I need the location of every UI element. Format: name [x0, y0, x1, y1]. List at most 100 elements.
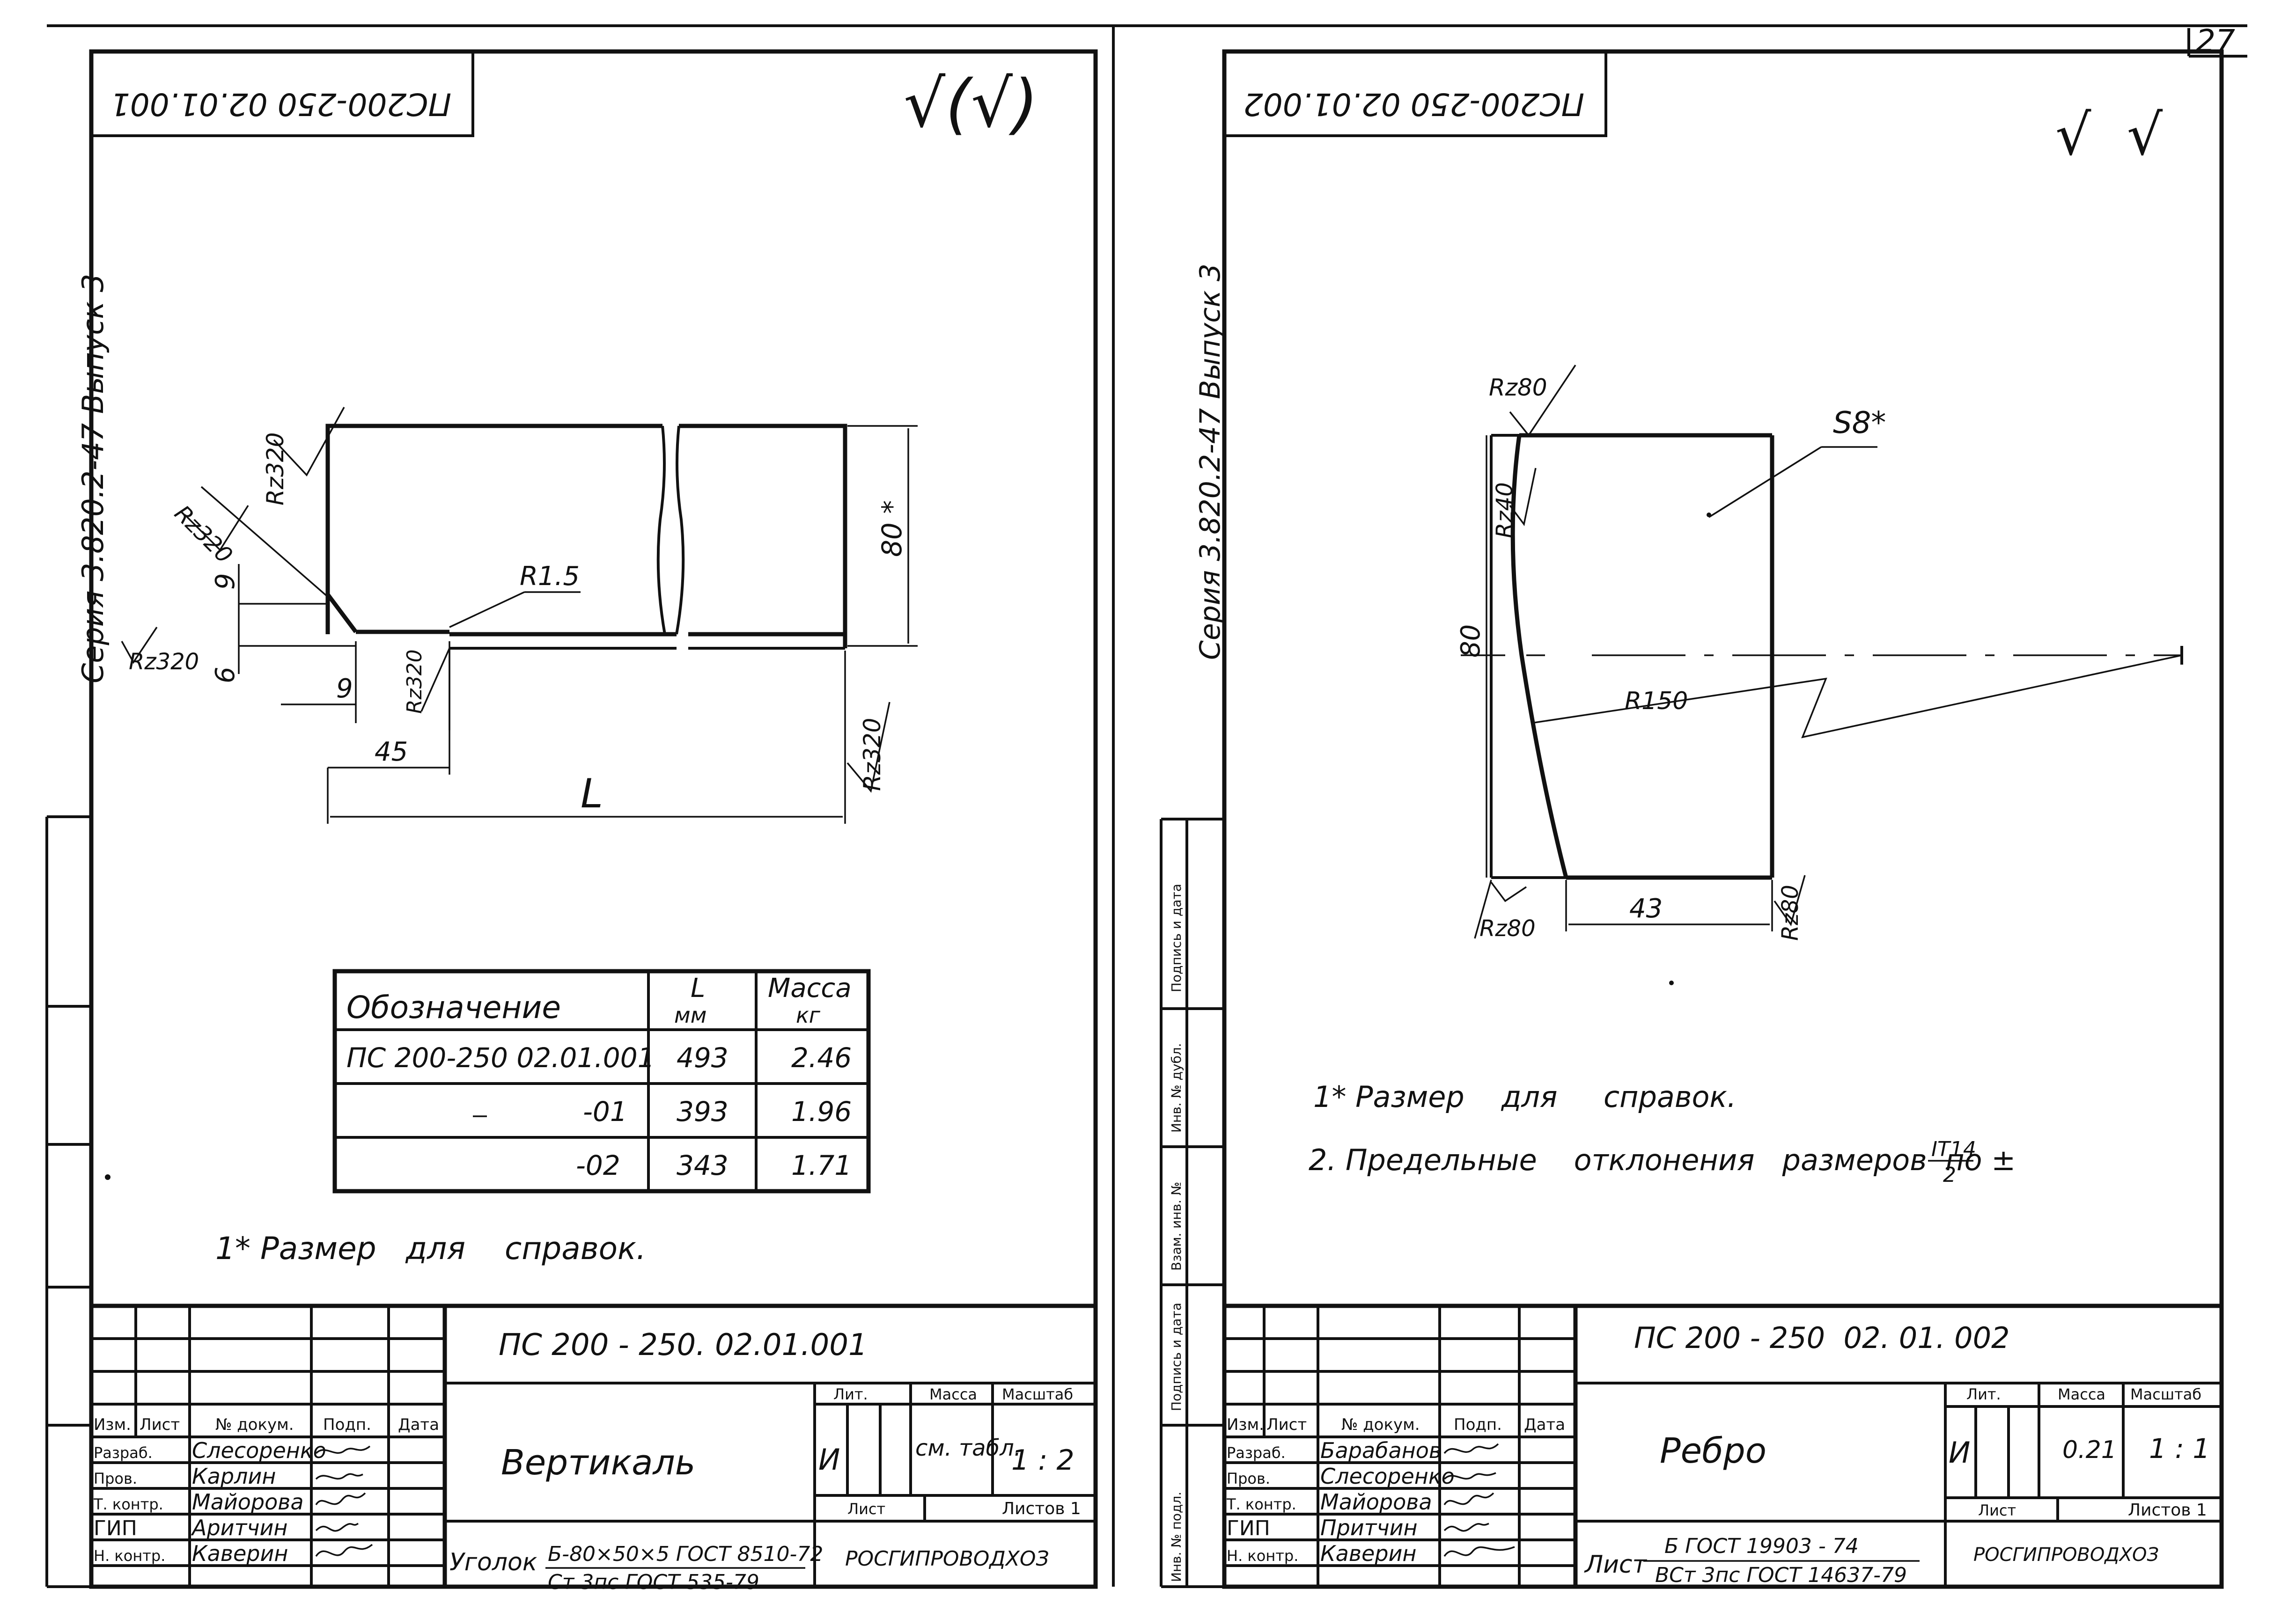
signature: [315, 1523, 359, 1532]
right-dimensions: [1461, 435, 2183, 931]
signature: [315, 1445, 371, 1454]
left-roughness-4: Rz320: [403, 649, 427, 714]
signature: [315, 1544, 373, 1557]
sheet-frame: [47, 24, 2247, 1587]
right-part-outline: [1490, 433, 1774, 880]
side-stamp-label: Инв. № подл.: [1169, 1492, 1184, 1582]
right-dim-80: 80: [1456, 624, 1486, 658]
right-inverted-code: ПС200-250 02.01.002: [1244, 86, 1584, 122]
side-stamp-label: Подпись и дата: [1169, 1303, 1184, 1411]
right-scale: 1 : 1: [2149, 1433, 2210, 1465]
tb-role: Пров.: [94, 1470, 137, 1487]
left-dimensions: [238, 425, 918, 824]
left-org: РОСГИПРОВОДХОЗ: [845, 1547, 1049, 1571]
table-header-length-unit: мм: [674, 1003, 706, 1028]
left-binding-strip: [45, 815, 91, 1588]
table-header-designation: Обозначение: [346, 989, 561, 1025]
table-row: 2.46: [791, 1042, 852, 1074]
right-dim-43: 43: [1629, 894, 1663, 924]
right-dimension-labels: 80 R150 43 S8*: [1456, 406, 1886, 924]
tb-header-sheet: Лист: [847, 1500, 885, 1518]
right-org: РОСГИПРОВОДХОЗ: [1973, 1544, 2159, 1566]
left-dim-9-h: 9: [336, 674, 353, 704]
right-title-block: [1224, 1304, 2222, 1587]
left-roughness-3: Rz320: [129, 649, 199, 675]
tb-role: Н. контр.: [94, 1547, 165, 1565]
tb-name: Аритчин: [191, 1515, 288, 1540]
left-dim-9-v: 9: [210, 573, 241, 590]
right-roughness-marks: [1474, 365, 1806, 939]
right-part-name: Ребро: [1660, 1431, 1766, 1471]
right-material-prefix: Лист: [1584, 1551, 1647, 1579]
left-inverted-code: ПС200-250 02.01.001: [110, 86, 451, 122]
table-header-length: L: [691, 973, 705, 1003]
tb-header-lit: Лит.: [1966, 1385, 2001, 1403]
tb-header-izm: Изм.: [1227, 1415, 1264, 1434]
tb-role: Н. контр.: [1227, 1547, 1298, 1565]
tolerance-numerator: IT14: [1931, 1137, 1976, 1161]
left-part-outline: [325, 424, 847, 650]
tb-name: Майорова: [192, 1489, 304, 1515]
right-doc-code: ПС 200 - 250 02. 01. 002: [1634, 1321, 2009, 1355]
tb-header-mass: Масса: [2058, 1385, 2105, 1403]
right-roughness-top: Rz80: [1489, 374, 1547, 401]
signature: [1443, 1523, 1489, 1532]
left-series-label: Серия 3.820.2-47 Выпуск 3: [76, 274, 110, 683]
tb-name: Притчин: [1320, 1515, 1418, 1540]
tb-header-date: Дата: [1524, 1415, 1565, 1434]
table-row: ПС 200-250 02.01.001: [346, 1042, 655, 1074]
left-roughness-marks: [121, 407, 890, 793]
left-sheet: ПС200-250 02.01.001 √(√) Серия 3.820.2-4…: [45, 49, 1098, 1594]
table-header-mass: Масса: [768, 973, 852, 1003]
tb-role: Т. контр.: [1226, 1495, 1296, 1513]
tb-header-sheet: Лист: [1978, 1501, 2016, 1519]
left-mass: см. табл.: [915, 1435, 1021, 1461]
left-inverted-code-box: [90, 50, 474, 137]
side-stamp-label: Взам. инв. №: [1169, 1182, 1184, 1271]
table-row: -01: [583, 1096, 627, 1128]
tb-name: Слесоренко: [192, 1438, 326, 1463]
right-note-2: 2. Предельные отклонения размеров по ±: [1309, 1143, 2016, 1177]
left-scale: 1 : 2: [1011, 1444, 1074, 1477]
left-dim-6: 6: [210, 667, 241, 683]
tb-header-izm: Изм.: [94, 1415, 131, 1434]
signature: [1443, 1492, 1494, 1506]
tb-name: Каверин: [1320, 1541, 1416, 1566]
left-dimension-labels: L 45 9 9 6 80 * R1.5: [210, 500, 908, 817]
side-stamp-label: Подпись и дата: [1169, 884, 1184, 992]
left-dim-L: L: [581, 770, 603, 817]
right-sheet: Подпись и дата Инв. № дубл. Взам. инв. №…: [1160, 49, 2224, 1589]
right-series-label: Серия 3.820.2-47 Выпуск 3: [1194, 264, 1227, 660]
table-row: 1.96: [791, 1096, 852, 1128]
signature: [315, 1473, 363, 1480]
tb-header-scale: Масштаб: [2130, 1385, 2201, 1403]
speck: [105, 1174, 110, 1180]
left-roughness-1: Rz320: [262, 432, 289, 505]
tolerance-denominator: 2: [1943, 1163, 1956, 1187]
right-roughness-bottom-left: Rz80: [1479, 916, 1536, 942]
right-lit: И: [1949, 1436, 1970, 1470]
left-roughness-5: Rz320: [859, 718, 886, 791]
tb-header-sheets: Листов 1: [1002, 1499, 1081, 1518]
left-radius: R1.5: [520, 561, 580, 592]
left-part-name: Вертикаль: [501, 1443, 695, 1483]
table-row: 343: [677, 1150, 729, 1181]
right-finish-mark: √ √: [2055, 103, 2163, 168]
signature: [1443, 1443, 1499, 1454]
table-row: 1.71: [791, 1150, 852, 1181]
signature: [1443, 1472, 1496, 1480]
right-mass: 0.21: [2062, 1436, 2117, 1464]
right-note-1: 1* Размер для справок.: [1313, 1080, 1737, 1114]
left-dim-80: 80 *: [876, 500, 908, 557]
table-row: 393: [677, 1096, 729, 1128]
right-roughness-arc: Rz40: [1492, 482, 1518, 538]
left-material-2: Ст 3пс ГОСТ 535-79: [548, 1570, 759, 1594]
tb-header-lit: Лит.: [833, 1385, 868, 1403]
right-thickness: S8*: [1833, 406, 1886, 440]
tb-name: Майорова: [1320, 1489, 1432, 1515]
left-material-1: Б-80×50×5 ГОСТ 8510-72: [548, 1542, 823, 1566]
tb-role: Разраб.: [1227, 1444, 1286, 1462]
signature: [1443, 1546, 1515, 1557]
table-row: 493: [677, 1042, 729, 1074]
